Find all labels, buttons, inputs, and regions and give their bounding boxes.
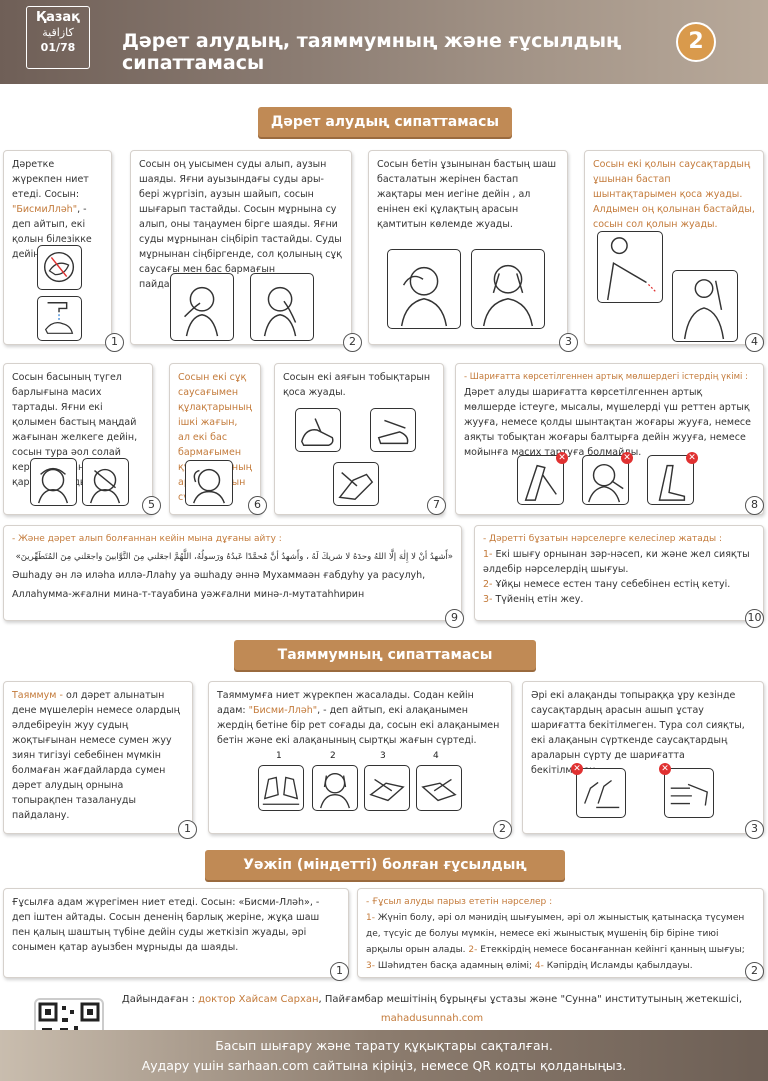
ghusl-obligations: - Ғұсыл алуды парыз ететін нәрселер : 1-… <box>357 888 764 978</box>
excess-leg-wash-icon <box>647 455 694 505</box>
tayammum-number-2: 2 <box>493 820 512 839</box>
tayammum-definition: Таяммум - ол дәрет алынатын дене мүшелер… <box>3 681 193 834</box>
page-number-badge: 2 <box>676 22 716 62</box>
copyright-text: Басып шығару және тарату құқықтары сақта… <box>215 1038 553 1053</box>
foot-wash-icon-a <box>295 408 341 452</box>
face-wipe-icon <box>312 765 358 811</box>
step-number-4: 4 <box>745 333 764 352</box>
arm-wash-icon-right <box>597 231 663 303</box>
page-title: Дәрет алудың, таяммумның және ғұсылдың с… <box>122 30 622 74</box>
ghusl-number-2: 2 <box>745 962 764 981</box>
wudu-step-5: Сосын басының түгел барлығына масих тарт… <box>3 363 153 515</box>
cross-mark-icon: ✕ <box>621 452 633 464</box>
foot-wash-icon-b <box>370 408 416 452</box>
hand-back-wipe-icon-b <box>416 765 462 811</box>
tayammum-step-label: 3 <box>380 751 386 761</box>
tayammum-step-label: 1 <box>276 751 282 761</box>
ghusl-section-title: Уәжіп (міндетті) болған ғұсылдың сипатта… <box>205 850 565 903</box>
wudu-step-9-dua: - Және дәрет алып болғаннан кейін мына д… <box>3 525 462 621</box>
step-number-2: 2 <box>343 333 362 352</box>
step-number-6: 6 <box>248 496 267 515</box>
step-number-1: 1 <box>105 333 124 352</box>
cross-mark-icon: ✕ <box>659 763 671 775</box>
tayammum-number-3: 3 <box>745 820 764 839</box>
step-number-8: 8 <box>745 496 764 515</box>
step-number-9: 9 <box>445 609 464 628</box>
fingers-spread-icon-a <box>576 768 626 818</box>
cross-mark-icon: ✕ <box>556 452 568 464</box>
language-name: Қазақ <box>36 10 80 25</box>
fingers-spread-icon-b <box>664 768 714 818</box>
tap-washing-icon <box>37 296 82 341</box>
wudu-step-8: - Шариғатта көрсетілгеннен артық мөлшерд… <box>455 363 764 515</box>
tayammum-step-label: 4 <box>433 751 439 761</box>
step-number-7: 7 <box>427 496 446 515</box>
sheet-index: 01/78 <box>40 41 76 54</box>
excess-arm-wash-icon <box>517 455 564 505</box>
cross-mark-icon: ✕ <box>686 452 698 464</box>
ghusl-method: Ғұсылға адам жүрегімен ниет етеді. Сосын… <box>3 888 349 978</box>
wudu-nullifiers: - Дәретті бұзатын нәрселерге келесілер ж… <box>474 525 764 621</box>
language-name-arabic: كازاقية <box>42 26 74 39</box>
author-name: доктор Хайсам Сархан <box>198 994 319 1005</box>
website-link[interactable]: mahadusunnah.com <box>380 1013 484 1024</box>
tayammum-method: Таяммумға ниет жүрекпен жасалады. Содан … <box>208 681 512 834</box>
hand-back-wipe-icon-a <box>364 765 410 811</box>
ear-wipe-icon <box>185 460 233 506</box>
hand-washing-icon <box>37 245 82 290</box>
head-wipe-icon-a <box>30 458 77 506</box>
face-wash-icon-a <box>387 249 461 329</box>
tayammum-number-1: 1 <box>178 820 197 839</box>
footer-bar: Басып шығару және тарату құқықтары сақта… <box>0 1030 768 1081</box>
translation-instruction: Аудару үшін sarhaan.com сайтына кіріңіз,… <box>141 1058 627 1073</box>
wudu-step-2: Сосын оң уысымен суды алып, аузын шаяды.… <box>130 150 352 345</box>
tayammum-section-title: Таяммумның сипаттамасы <box>234 640 536 670</box>
step-number-10: 10 <box>745 609 764 628</box>
tayammum-step-label: 2 <box>330 751 336 761</box>
tayammum-note: Әрі екі алақанды топыраққа ұру кезінде с… <box>522 681 764 834</box>
page-header: Қазақ كازاقية 01/78 Дәрет алудың, таямму… <box>0 0 768 84</box>
step-number-5: 5 <box>142 496 161 515</box>
language-badge: Қазақ كازاقية 01/78 <box>26 6 90 69</box>
face-wash-icon-b <box>471 249 545 329</box>
arm-wash-icon-left <box>672 270 738 342</box>
wudu-section-title: Дәрет алудың сипаттамасы <box>258 107 512 137</box>
excess-neck-wipe-icon <box>582 455 629 505</box>
step-number-3: 3 <box>559 333 578 352</box>
nose-rinse-icon <box>250 273 314 341</box>
foot-wash-icon-c <box>333 462 379 506</box>
ghusl-number-1: 1 <box>330 962 349 981</box>
cross-mark-icon: ✕ <box>571 763 583 775</box>
credits: Дайындаған : доктор Хайсам Сархан, Пайға… <box>121 994 743 1024</box>
palms-strike-icon <box>258 765 304 811</box>
mouth-rinse-icon <box>170 273 234 341</box>
head-wipe-icon-b <box>82 458 129 506</box>
